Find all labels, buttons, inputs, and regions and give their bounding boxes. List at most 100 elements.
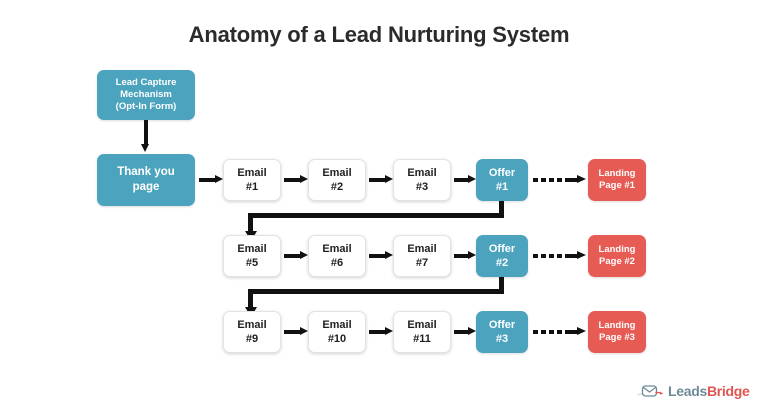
arrow-head-icon [385, 251, 393, 259]
arrow-head-icon [577, 251, 586, 259]
node-email-6[interactable]: Email #6 [308, 235, 366, 277]
node-landing-3-line1: Landing [598, 319, 636, 331]
node-email-2-line1: Email [322, 166, 352, 179]
arrow-shaft [284, 329, 301, 334]
node-offer-3-line1: Offer [488, 318, 516, 331]
node-offer-3-line2: #3 [495, 333, 509, 345]
arrow-head-icon [468, 175, 476, 183]
arrow-head-icon [468, 327, 476, 335]
node-email-1-line2: #1 [245, 181, 259, 193]
connector-segment-vertical-left [248, 213, 253, 233]
arrow-email-6-to-email-7 [369, 251, 393, 260]
node-email-2[interactable]: Email #2 [308, 159, 366, 201]
node-thank-you-page[interactable]: Thank you page [97, 154, 195, 206]
arrow-offer-2-to-landing-2 [533, 251, 588, 260]
node-email-10-line1: Email [322, 318, 352, 331]
node-email-10-line2: #10 [327, 333, 347, 345]
arrow-shaft [284, 253, 301, 258]
node-landing-1-line2: Page #1 [599, 180, 635, 191]
node-lead-capture-line1: Lead Capture [115, 76, 177, 88]
envelope-icon [637, 385, 663, 397]
node-email-9[interactable]: Email #9 [223, 311, 281, 353]
node-email-3-line1: Email [407, 166, 437, 179]
node-lead-capture-line2: Mechanism [120, 88, 172, 100]
node-email-1-line1: Email [237, 166, 267, 179]
arrow-dash-segment [533, 329, 538, 334]
arrow-dash-segment [541, 177, 546, 182]
arrow-offer-1-to-landing-1 [533, 175, 588, 184]
node-email-6-line1: Email [322, 242, 352, 255]
node-lead-capture[interactable]: Lead Capture Mechanism (Opt-In Form) [97, 70, 195, 120]
arrow-email-3-to-offer-1 [454, 175, 476, 184]
node-email-11-line1: Email [407, 318, 437, 331]
node-email-9-line2: #9 [245, 333, 259, 345]
arrow-email-9-to-email-10 [284, 327, 308, 336]
node-email-11-line2: #11 [413, 333, 431, 345]
node-email-6-line2: #6 [330, 257, 344, 269]
node-offer-1-line1: Offer [488, 166, 516, 179]
node-email-5-line2: #5 [245, 257, 259, 269]
connector-segment-horizontal [248, 289, 504, 294]
arrow-shaft [199, 177, 216, 182]
arrow-dash-segment [557, 177, 562, 182]
arrow-lead-capture-to-thankyou [141, 120, 150, 152]
node-email-1[interactable]: Email #1 [223, 159, 281, 201]
node-offer-3[interactable]: Offer #3 [476, 311, 528, 353]
logo-text-leads: Leads [668, 383, 707, 399]
leadsbridge-logo: LeadsBridge [637, 380, 750, 402]
arrow-dash-segment [565, 177, 577, 182]
arrow-shaft [369, 253, 386, 258]
node-email-3-line2: #3 [415, 181, 429, 193]
arrow-head-icon [577, 175, 586, 183]
node-email-2-line2: #2 [330, 181, 344, 193]
arrow-dash-segment [533, 253, 538, 258]
node-landing-page-1[interactable]: Landing Page #1 [588, 159, 646, 201]
arrow-head-icon [300, 175, 308, 183]
node-email-5[interactable]: Email #5 [223, 235, 281, 277]
arrow-head-icon [141, 144, 149, 152]
node-landing-page-2[interactable]: Landing Page #2 [588, 235, 646, 277]
arrow-shaft [284, 177, 301, 182]
node-landing-page-3[interactable]: Landing Page #3 [588, 311, 646, 353]
connector-segment-vertical-right [499, 277, 504, 289]
node-offer-2-line1: Offer [488, 242, 516, 255]
arrow-head-icon [468, 251, 476, 259]
page-title: Anatomy of a Lead Nurturing System [188, 22, 570, 47]
node-email-7[interactable]: Email #7 [393, 235, 451, 277]
arrow-dash-segment [565, 253, 577, 258]
arrow-head-icon [300, 327, 308, 335]
connector-segment-vertical-right [499, 201, 504, 213]
arrow-shaft [454, 253, 469, 258]
connector-segment-vertical-left [248, 289, 253, 309]
connector-segment-horizontal [248, 213, 504, 218]
arrow-head-icon [300, 251, 308, 259]
node-offer-1[interactable]: Offer #1 [476, 159, 528, 201]
logo-wordmark: LeadsBridge [668, 383, 750, 399]
node-email-3[interactable]: Email #3 [393, 159, 451, 201]
node-offer-2-line2: #2 [495, 257, 509, 269]
arrow-head-icon [385, 327, 393, 335]
arrow-dash-segment [557, 253, 562, 258]
node-email-10[interactable]: Email #10 [308, 311, 366, 353]
arrow-dash-segment [541, 253, 546, 258]
arrow-dash-segment [549, 329, 554, 334]
node-email-7-line2: #7 [415, 257, 429, 269]
node-email-5-line1: Email [237, 242, 267, 255]
arrow-dash-segment [549, 253, 554, 258]
node-landing-2-line1: Landing [598, 243, 636, 255]
connector-offer-1-to-email-5 [240, 201, 510, 245]
arrow-shaft [143, 120, 148, 144]
node-offer-1-line2: #1 [495, 181, 509, 193]
logo-text-bridge: Bridge [706, 383, 750, 399]
arrow-dash-segment [557, 329, 562, 334]
node-thank-you-line1: Thank you [117, 166, 175, 179]
node-landing-3-line2: Page #3 [599, 332, 635, 343]
node-email-9-line1: Email [237, 318, 267, 331]
node-offer-2[interactable]: Offer #2 [476, 235, 528, 277]
arrow-email-2-to-email-3 [369, 175, 393, 184]
arrow-dash-segment [549, 177, 554, 182]
node-email-11[interactable]: Email #11 [393, 311, 451, 353]
arrow-shaft [454, 177, 469, 182]
node-email-7-line1: Email [407, 242, 437, 255]
